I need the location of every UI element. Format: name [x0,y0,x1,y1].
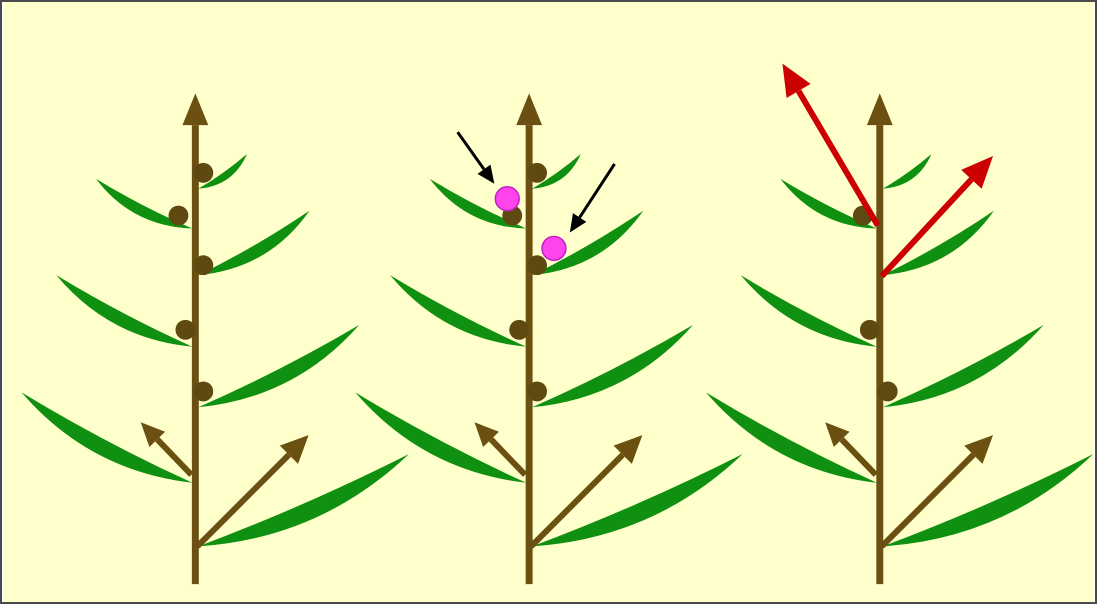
axillary-bud [193,163,213,183]
axillary-bud [175,320,195,340]
pathogen-marker [542,236,566,260]
axillary-bud [527,255,547,275]
axillary-bud [878,381,898,401]
axillary-bud [509,320,529,340]
axillary-bud [193,255,213,275]
background [4,2,1094,602]
pathogen-marker [495,187,519,211]
axillary-bud [860,320,880,340]
axillary-bud [169,206,189,226]
axillary-bud [193,381,213,401]
axillary-bud [527,381,547,401]
axillary-bud [527,163,547,183]
